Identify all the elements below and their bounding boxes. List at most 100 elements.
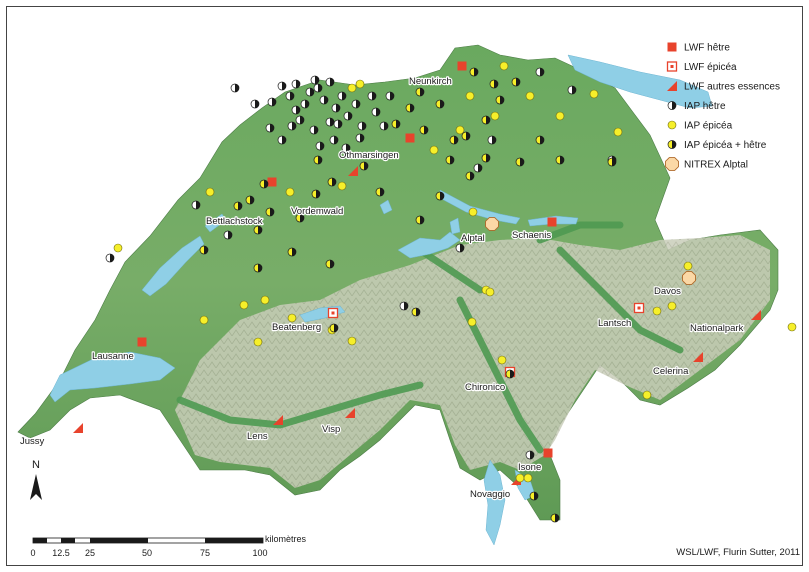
iap-epicea-hetre-marker bbox=[259, 179, 269, 189]
lwf-hetre-marker bbox=[137, 337, 147, 347]
iap-epicea-marker bbox=[113, 243, 123, 253]
lwf-autres-marker bbox=[345, 408, 355, 418]
place-label-isone: Isone bbox=[518, 462, 541, 473]
place-label-nationalpark: Nationalpark bbox=[690, 323, 744, 334]
iap-hetre-marker bbox=[473, 163, 483, 173]
iap-hetre-marker bbox=[355, 133, 365, 143]
iap-hetre-marker bbox=[315, 141, 325, 151]
iap-epicea-hetre-marker bbox=[415, 87, 425, 97]
half-black-circle-icon bbox=[667, 101, 677, 110]
iap-epicea-marker bbox=[613, 127, 623, 137]
iap-epicea-hetre-marker bbox=[375, 187, 385, 197]
scale-unit-label: kilomètres bbox=[265, 534, 307, 544]
iap-hetre-marker bbox=[313, 83, 323, 93]
iap-epicea-hetre-marker bbox=[245, 195, 255, 205]
place-label-alptal: Alptal bbox=[461, 233, 485, 244]
scale-tick-0: 0 bbox=[30, 548, 35, 558]
iap-hetre-marker bbox=[277, 81, 287, 91]
legend-label-lwf_autres: LWF autres essences bbox=[684, 82, 780, 93]
iap-epicea-marker bbox=[205, 187, 215, 197]
legend-label-lwf_hetre: LWF hêtre bbox=[684, 43, 730, 54]
valleys bbox=[176, 221, 684, 454]
iap-epicea-hetre-marker bbox=[329, 323, 339, 333]
iap-epicea-marker bbox=[589, 89, 599, 99]
iap-hetre-marker bbox=[310, 75, 320, 85]
legend-label-iap_hetre: IAP hêtre bbox=[684, 101, 726, 112]
nitrex-marker bbox=[485, 217, 499, 231]
iap-hetre-marker bbox=[230, 83, 240, 93]
iap-epicea-hetre-marker bbox=[465, 171, 475, 181]
iap-epicea-marker bbox=[652, 306, 662, 316]
iap-epicea-hetre-marker bbox=[415, 215, 425, 225]
place-label-celerina: Celerina bbox=[653, 366, 689, 377]
iap-epicea-hetre-marker bbox=[311, 189, 321, 199]
iap-epicea-marker bbox=[285, 187, 295, 197]
iap-epicea-hetre-marker bbox=[435, 99, 445, 109]
lwf-autres-marker bbox=[348, 166, 358, 176]
scale-tick-2: 25 bbox=[85, 548, 95, 558]
place-label-lantsch: Lantsch bbox=[598, 318, 631, 329]
iap-epicea-hetre-marker bbox=[327, 177, 337, 187]
lake-constance bbox=[567, 54, 713, 109]
place-label-visp: Visp bbox=[322, 424, 340, 435]
site-markers bbox=[73, 61, 797, 523]
north-arrow: N bbox=[30, 459, 42, 500]
iap-hetre-marker bbox=[333, 119, 343, 129]
iap-epicea-hetre-marker bbox=[535, 135, 545, 145]
iap-epicea-marker bbox=[667, 301, 677, 311]
lwf-hetre-marker bbox=[405, 133, 415, 143]
iap-hetre-marker bbox=[250, 99, 260, 109]
north-label: N bbox=[32, 459, 40, 471]
lake-sempach bbox=[379, 199, 393, 215]
iap-epicea-marker bbox=[787, 322, 797, 332]
legend-label-lwf_epicea: LWF épicéa bbox=[684, 62, 737, 73]
iap-hetre-marker bbox=[329, 135, 339, 145]
lwf-hetre-marker bbox=[543, 448, 553, 458]
iap-hetre-marker bbox=[567, 85, 577, 95]
iap-epicea-marker bbox=[287, 313, 297, 323]
lwf-autres-marker bbox=[751, 310, 761, 320]
iap-hetre-marker bbox=[371, 107, 381, 117]
iap-hetre-marker bbox=[287, 121, 297, 131]
place-label-novaggio: Novaggio bbox=[470, 489, 510, 500]
iap-epicea-marker bbox=[525, 91, 535, 101]
place-label-neunkirch: Neunkirch bbox=[409, 76, 452, 87]
iap-epicea-marker bbox=[455, 125, 465, 135]
iap-epicea-hetre-marker bbox=[199, 245, 209, 255]
iap-hetre-marker bbox=[265, 123, 275, 133]
iap-hetre-marker bbox=[325, 77, 335, 87]
iap-hetre-marker bbox=[191, 200, 201, 210]
iap-epicea-hetre-marker bbox=[481, 115, 491, 125]
iap-epicea-marker bbox=[497, 355, 507, 365]
iap-epicea-marker bbox=[239, 300, 249, 310]
lake-maggiore bbox=[483, 459, 506, 546]
iap-epicea-marker bbox=[468, 207, 478, 217]
iap-hetre-marker bbox=[535, 67, 545, 77]
iap-epicea-marker bbox=[347, 83, 357, 93]
scale-tick-4: 75 bbox=[200, 548, 210, 558]
iap-hetre-marker bbox=[309, 125, 319, 135]
iap-epicea-hetre-marker bbox=[405, 103, 415, 113]
iap-hetre-marker bbox=[105, 253, 115, 263]
iap-hetre-marker bbox=[277, 135, 287, 145]
iap-epicea-marker bbox=[523, 473, 533, 483]
place-label-chironico: Chironico bbox=[465, 382, 505, 393]
yellow-circle-icon bbox=[667, 120, 677, 130]
iap-hetre-marker bbox=[325, 117, 335, 127]
lwf-hetre-marker bbox=[457, 61, 467, 71]
iap-hetre-marker bbox=[331, 103, 341, 113]
iap-epicea-marker bbox=[199, 315, 209, 325]
iap-epicea-marker bbox=[515, 473, 525, 483]
lake-zug bbox=[449, 217, 461, 235]
iap-epicea-marker bbox=[490, 111, 500, 121]
iap-hetre-marker bbox=[367, 91, 377, 101]
place-label-davos: Davos bbox=[654, 286, 681, 297]
iap-hetre-marker bbox=[291, 79, 301, 89]
scale-tick-5: 100 bbox=[252, 548, 267, 558]
iap-hetre-marker bbox=[357, 121, 367, 131]
iap-epicea-hetre-marker bbox=[435, 191, 445, 201]
red-triangle-icon bbox=[667, 81, 677, 91]
lwf-autres-marker bbox=[693, 352, 703, 362]
iap-epicea-hetre-marker bbox=[511, 77, 521, 87]
iap-epicea-hetre-marker bbox=[555, 155, 565, 165]
